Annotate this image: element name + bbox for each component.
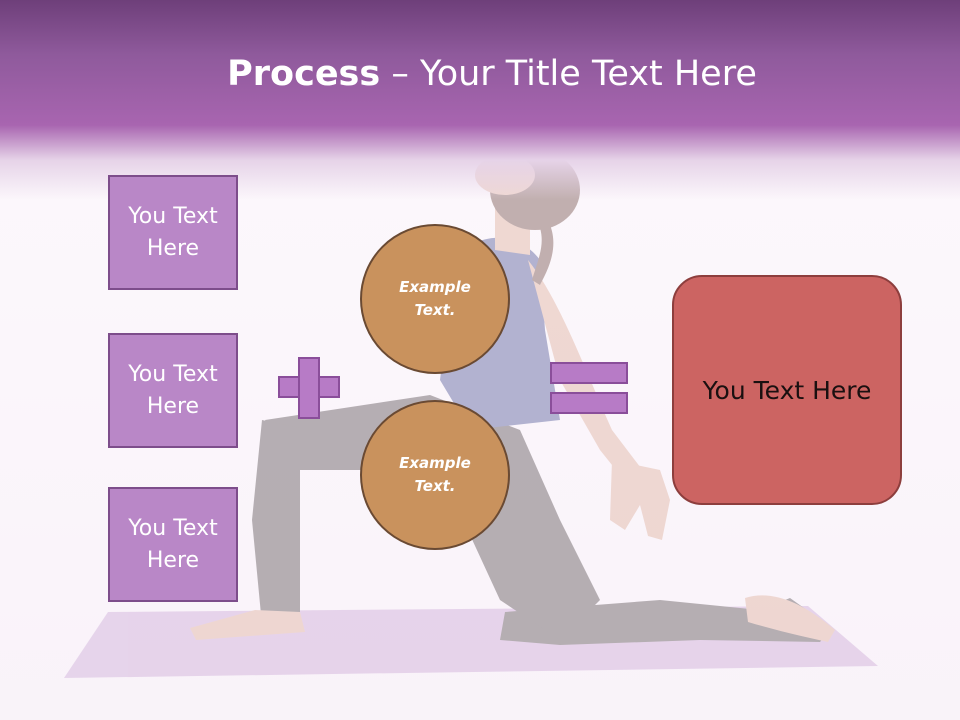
equals-icon-bottom-bar (550, 392, 628, 414)
text-box-1[interactable]: You Text Here (108, 175, 238, 290)
title-band (0, 0, 960, 200)
plus-icon-vertical-bar (298, 357, 320, 419)
result-box[interactable]: You Text Here (672, 275, 902, 505)
slide-title: Process – Your Title Text Here (0, 50, 960, 98)
title-rest-part: – Your Title Text Here (380, 54, 757, 94)
example-circle-2[interactable]: Example Text. (360, 400, 510, 550)
equals-icon-top-bar (550, 362, 628, 384)
text-box-2[interactable]: You Text Here (108, 333, 238, 448)
title-bold-part: Process (227, 54, 381, 94)
text-box-3[interactable]: You Text Here (108, 487, 238, 602)
example-circle-1[interactable]: Example Text. (360, 224, 510, 374)
